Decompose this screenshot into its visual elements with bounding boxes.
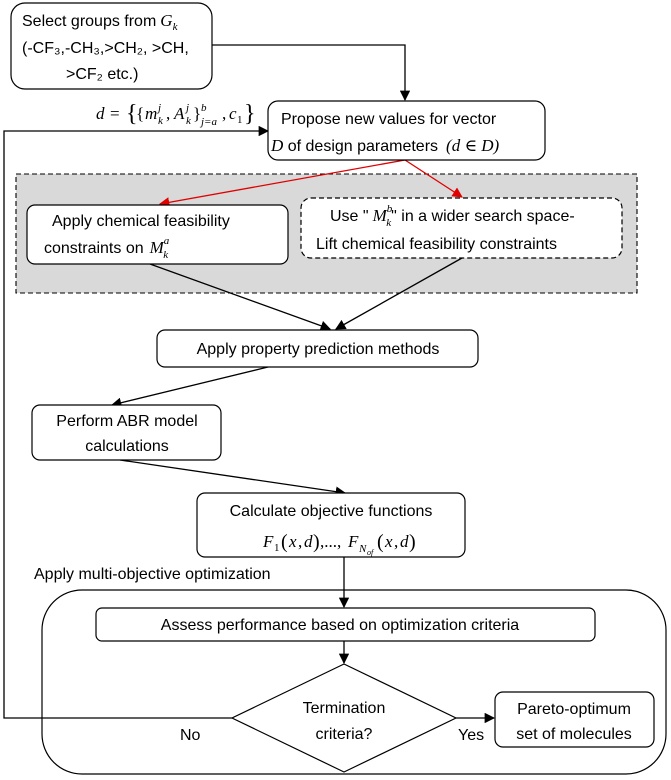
svg-text:k: k: [186, 115, 192, 127]
pareto-line1: Pareto-optimum: [517, 701, 631, 718]
arrow-wider-to-property: [335, 257, 463, 330]
apply-constraints-line1: Apply chemical feasibility: [52, 213, 230, 230]
abr-model-line1: Perform ABR model: [56, 413, 197, 430]
assess-performance-label: Assess performance based on optimization…: [161, 617, 519, 634]
use-wider-line1: " in a wider search space-: [391, 208, 575, 225]
select-groups-text: Select groups from: [22, 13, 156, 30]
svg-text:=: =: [110, 104, 120, 123]
pareto-node: Pareto-optimum set of molecules: [494, 691, 655, 748]
svg-text:,: ,: [394, 532, 398, 551]
objective-functions-formula: F 1 ( x , d ) ,..., F N of ( x , d ): [262, 531, 416, 557]
svg-text:): ): [313, 531, 320, 553]
objective-functions-line1: Calculate objective functions: [230, 503, 433, 520]
abr-model-node: Perform ABR model calculations: [31, 404, 222, 461]
svg-text:d: d: [96, 104, 105, 123]
svg-text:F: F: [262, 532, 274, 551]
svg-text:x: x: [384, 532, 393, 551]
yes-label: Yes: [458, 727, 484, 744]
svg-text:}: }: [193, 104, 201, 123]
property-prediction-label: Apply property prediction methods: [197, 341, 440, 358]
svg-text:,: ,: [298, 532, 302, 551]
svg-text:c: c: [229, 104, 237, 123]
property-prediction-node: Apply property prediction methods: [156, 329, 479, 368]
apply-constraints-line2: constraints on: [44, 240, 144, 257]
svg-text:d: d: [400, 532, 409, 551]
svg-text:1: 1: [237, 114, 243, 126]
use-wider-line2: Lift chemical feasibility constraints: [316, 236, 557, 253]
arrow-abr-to-objective: [119, 459, 347, 497]
arrow-propose-to-apply-constraints: [158, 159, 406, 208]
svg-text:b: b: [201, 102, 207, 114]
abr-model-line2: calculations: [85, 438, 169, 455]
apply-constraints-node: Apply chemical feasibility constraints o…: [26, 204, 289, 265]
pareto-line2: set of molecules: [516, 726, 632, 743]
design-vector-formula: d = { { m j k , A j k } b j=a , c 1 }: [96, 101, 256, 128]
svg-text:}: }: [244, 101, 256, 127]
svg-text:,...,: ,...,: [320, 532, 341, 551]
svg-text:{: {: [126, 101, 138, 127]
svg-text:,: ,: [222, 104, 226, 123]
svg-text:m: m: [145, 104, 157, 123]
svg-text:,: ,: [166, 104, 170, 123]
no-label: No: [180, 727, 201, 744]
svg-text:j=a: j=a: [199, 116, 217, 128]
termination-line2: criteria?: [316, 726, 373, 743]
propose-line2: of design parameters: [283, 138, 438, 155]
svg-text:{: {: [136, 104, 144, 123]
termination-line1: Termination: [303, 700, 386, 717]
svg-text:j: j: [156, 102, 161, 114]
arrow-propose-to-use-wider: [404, 159, 463, 198]
svg-text:(: (: [281, 531, 288, 553]
select-groups-list-line1: (-CF₃,-CH₃,>CH₂, >CH,: [22, 40, 189, 57]
svg-text:k: k: [158, 115, 164, 127]
svg-text:(: (: [377, 531, 384, 553]
svg-text:N: N: [358, 543, 367, 555]
select-groups-list-line2: >CF₂ etc.): [66, 66, 138, 83]
arrow-property-to-abr: [110, 366, 269, 408]
assess-performance-node: Assess performance based on optimization…: [95, 607, 596, 642]
arrow-select-to-propose: [212, 44, 411, 102]
propose-node: Propose new values for vector D of desig…: [267, 100, 546, 161]
svg-text:D of design parameters(d ∈ D): D of design parameters(d ∈ D): [270, 136, 500, 155]
propose-line1: Propose new values for vector: [281, 111, 497, 128]
arrow-constraints-to-property: [149, 263, 331, 331]
svg-text:F: F: [347, 532, 359, 551]
svg-text:Use "Mbk" in a wider search sp: Use "Mbk" in a wider search space-: [330, 203, 575, 229]
svg-text:A: A: [173, 104, 185, 123]
termination-decision: Termination criteria?: [230, 663, 458, 773]
svg-text:): ): [409, 531, 416, 553]
svg-text:x: x: [288, 532, 297, 551]
multi-objective-label: Apply multi-objective optimization: [34, 566, 271, 583]
svg-text:d: d: [304, 532, 313, 551]
svg-text:of: of: [367, 548, 375, 557]
arrow-no-loop-back: [3, 125, 270, 719]
svg-text:j: j: [184, 102, 189, 114]
objective-functions-node: Calculate objective functions F 1 ( x , …: [196, 492, 466, 558]
svg-text:1: 1: [274, 542, 280, 554]
